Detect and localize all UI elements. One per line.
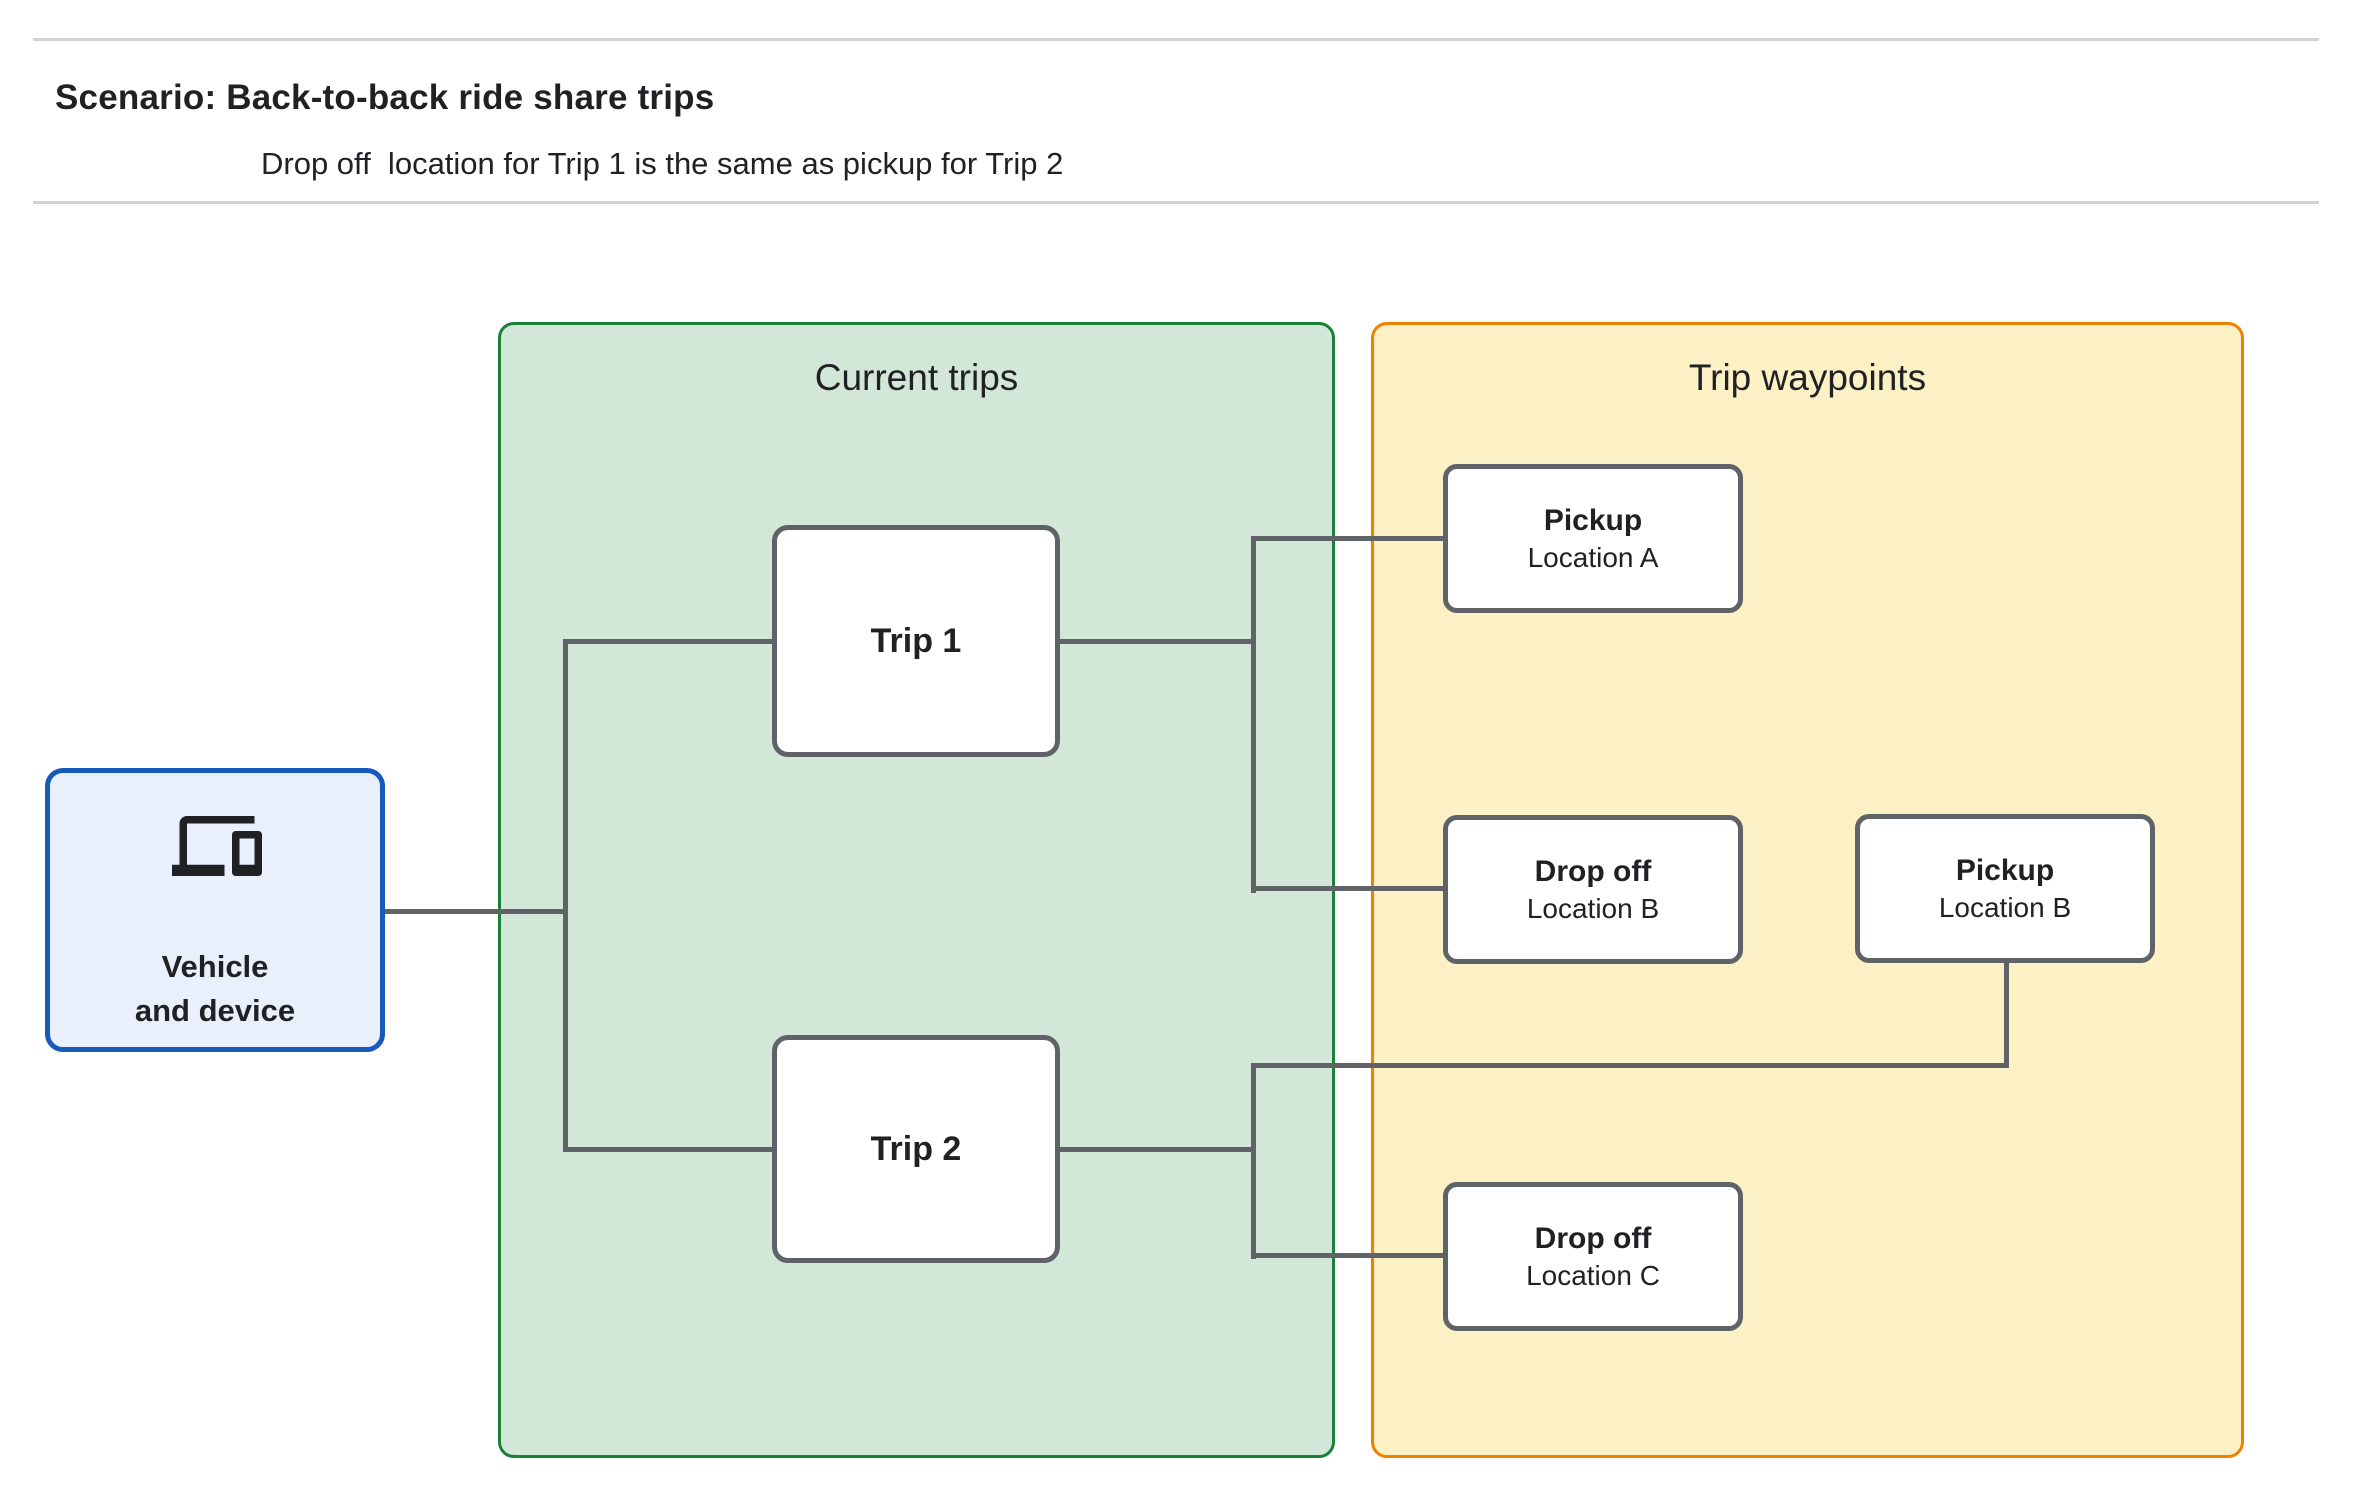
waypoint-type-label: Pickup — [1955, 853, 2055, 887]
waypoint-dropoff-location-c-node: Drop off Location C — [1443, 1182, 1743, 1331]
connector-line — [1251, 536, 1256, 893]
connector-line — [1251, 1063, 2009, 1068]
connector-line — [1058, 639, 1255, 644]
waypoint-pickup-location-b-node: Pickup Location B — [1855, 814, 2155, 963]
waypoint-type-label: Drop off — [1534, 1221, 1652, 1255]
connector-line — [1251, 1253, 1445, 1258]
waypoint-location-label: Location C — [1526, 1259, 1660, 1291]
waypoint-location-label: Location B — [1938, 891, 2072, 923]
waypoint-location-label: Location B — [1526, 892, 1660, 924]
waypoint-dropoff-location-b-node: Drop off Location B — [1443, 815, 1743, 964]
header-divider-bottom — [33, 201, 2319, 204]
connector-line — [1251, 1063, 1256, 1259]
connector-line — [1251, 886, 1445, 891]
trip-1-node: Trip 1 — [772, 525, 1060, 757]
vehicle-and-device-node: Vehicle and device — [45, 768, 385, 1052]
current-trips-panel: Current trips — [498, 322, 1335, 1458]
connector-line — [1251, 536, 1445, 541]
devices-icon — [172, 816, 262, 876]
current-trips-panel-title: Current trips — [814, 357, 1019, 398]
connector-line — [563, 1147, 774, 1152]
connector-line — [385, 909, 565, 914]
connector-line — [563, 639, 774, 644]
trip-2-label: Trip 2 — [870, 1129, 962, 1168]
vehicle-and-device-label: Vehicle and device — [50, 945, 380, 1033]
connector-line — [563, 639, 568, 1152]
page-subtitle: Drop off location for Trip 1 is the same… — [261, 146, 1064, 181]
trip-2-node: Trip 2 — [772, 1035, 1060, 1263]
page-title: Scenario: Back-to-back ride share trips — [55, 78, 715, 117]
vehicle-label-line2: and device — [134, 993, 296, 1028]
waypoint-type-label: Drop off — [1534, 854, 1652, 888]
connector-line — [2004, 960, 2009, 1068]
waypoint-location-label: Location A — [1527, 541, 1659, 573]
header-divider-top — [33, 38, 2319, 41]
waypoint-type-label: Pickup — [1543, 503, 1643, 537]
connector-line — [1058, 1147, 1255, 1152]
trip-1-label: Trip 1 — [870, 621, 962, 660]
trip-waypoints-panel-title: Trip waypoints — [1688, 357, 1927, 398]
waypoint-pickup-location-a-node: Pickup Location A — [1443, 464, 1743, 613]
vehicle-label-line1: Vehicle — [161, 949, 269, 984]
